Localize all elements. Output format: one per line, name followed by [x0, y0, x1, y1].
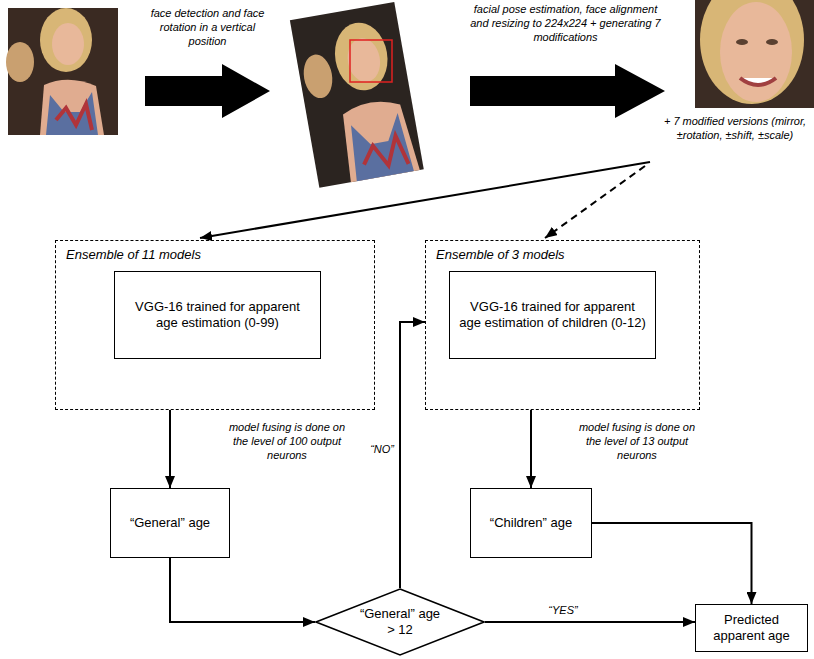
- process-box: VGG-16 trained for apparent age estimati…: [114, 271, 321, 359]
- decision-diamond: “General” age > 12: [315, 588, 485, 656]
- flow-connector: [530, 410, 532, 488]
- feed-arrow: [200, 162, 650, 238]
- face-detection-box: [350, 40, 392, 82]
- photo-shoulders: [338, 96, 420, 182]
- block-arrow: [145, 64, 270, 118]
- node-label: “General” age > 12: [358, 606, 442, 638]
- process-box: VGG-16 trained for apparent age estimati…: [449, 271, 656, 359]
- ensemble-group: Ensemble of 11 modelsVGG-16 trained for …: [55, 240, 375, 410]
- node-label: “General” age: [122, 515, 218, 531]
- step-note: face detection and face rotation in a ve…: [140, 6, 275, 48]
- photo-hair: [40, 8, 92, 72]
- photo-pattern: [360, 134, 409, 171]
- photo-original: [6, 8, 118, 135]
- photo-pattern: [56, 104, 92, 130]
- flow-connector: [169, 410, 171, 488]
- photo-hair: [700, 0, 804, 104]
- flow-connector: [485, 621, 695, 623]
- ensemble-group: Ensemble of 3 modelsVGG-16 trained for a…: [425, 240, 700, 410]
- photo-top: [46, 92, 98, 135]
- diamond-shape: [316, 589, 484, 655]
- edge-label: model fusing is done on the level of 100…: [222, 420, 352, 462]
- edge-label: “YES”: [535, 603, 591, 617]
- photo-face: [52, 23, 84, 65]
- node-label: VGG-16 trained for apparent age estimati…: [115, 299, 320, 331]
- photo-top: [346, 112, 414, 181]
- edge-label: model fusing is done on the level of 13 …: [572, 420, 702, 462]
- flow-connector: [170, 558, 315, 622]
- block-arrow: [470, 64, 665, 118]
- step-note: facial pose estimation, face alignment a…: [468, 2, 663, 44]
- step-note: + 7 modified versions (mirror, ±rotation…: [660, 114, 810, 142]
- photo-person: [6, 42, 34, 82]
- process-box: Predicted apparent age: [695, 604, 808, 652]
- edge-label: “NO”: [354, 442, 394, 456]
- process-box: “Children” age: [470, 488, 592, 558]
- node-label: Predicted apparent age: [696, 612, 807, 644]
- flow-connector: [592, 523, 752, 604]
- process-box: “General” age: [110, 488, 230, 558]
- photo-eye: [736, 39, 748, 45]
- photo-background: [290, 2, 424, 188]
- photo-rotated: [290, 2, 424, 188]
- photo-eye: [766, 39, 778, 45]
- group-heading: Ensemble of 11 models: [56, 241, 374, 269]
- flow-connector: [400, 322, 425, 588]
- group-heading: Ensemble of 3 models: [426, 241, 699, 269]
- feed-arrow-dashed: [545, 166, 645, 238]
- photo-person: [300, 52, 335, 100]
- node-label: VGG-16 trained for apparent age estimati…: [450, 299, 655, 331]
- photo-face: [720, 2, 792, 102]
- photo-shoulders: [40, 80, 104, 135]
- photo-aligned-face: [695, 0, 814, 108]
- photo-smile: [740, 78, 776, 85]
- photo-hair: [330, 18, 393, 94]
- node-label: “Children” age: [482, 515, 580, 531]
